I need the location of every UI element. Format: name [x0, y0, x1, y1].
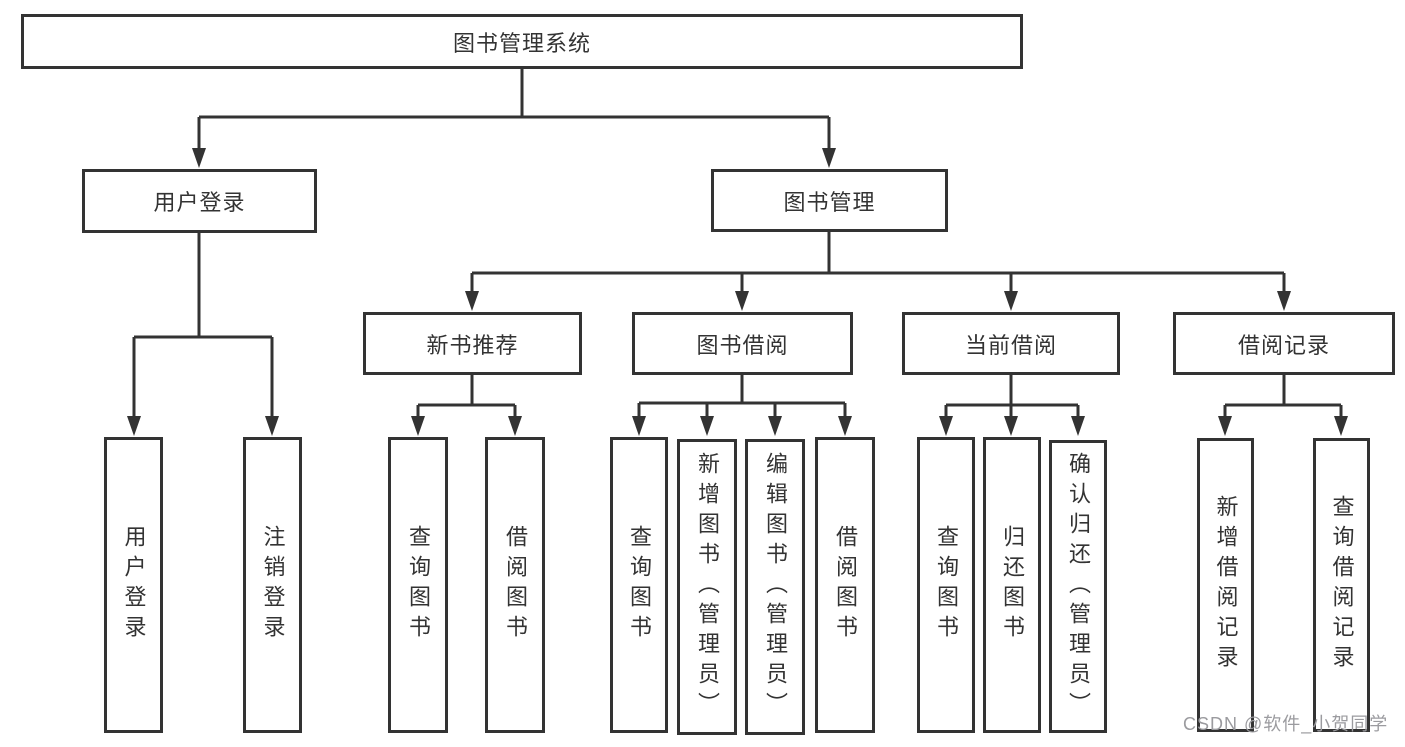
leaf-confirm-return-admin: 确认归还（管理员） [1049, 440, 1107, 733]
arrowheads [127, 148, 1348, 436]
node-root-system: 图书管理系统 [21, 14, 1023, 69]
leaf-add-borrow-record: 新增借阅记录 [1197, 438, 1254, 732]
leaf-borrow-book: 借阅图书 [815, 437, 875, 733]
leaf-user-login: 用户登录 [104, 437, 163, 733]
node-book-borrow: 图书借阅 [632, 312, 853, 375]
leaf-query-book-recommend: 查询图书 [388, 437, 448, 733]
node-current-borrow: 当前借阅 [902, 312, 1120, 375]
leaf-edit-book-admin: 编辑图书（管理员） [745, 439, 805, 735]
leaf-logout: 注销登录 [243, 437, 302, 733]
csdn-watermark: CSDN @软件_小贺同学 [1183, 714, 1389, 734]
leaf-return-book: 归还图书 [983, 437, 1041, 733]
leaf-add-book-admin: 新增图书（管理员） [677, 439, 737, 735]
node-book-management-module: 图书管理 [711, 169, 948, 232]
leaf-query-borrow-record: 查询借阅记录 [1313, 438, 1370, 732]
node-borrow-records: 借阅记录 [1173, 312, 1395, 375]
leaf-query-book-borrow: 查询图书 [610, 437, 668, 733]
leaf-query-book-current: 查询图书 [917, 437, 975, 733]
leaf-borrow-book-recommend: 借阅图书 [485, 437, 545, 733]
node-user-login-module: 用户登录 [82, 169, 317, 233]
node-new-book-recommend: 新书推荐 [363, 312, 582, 375]
